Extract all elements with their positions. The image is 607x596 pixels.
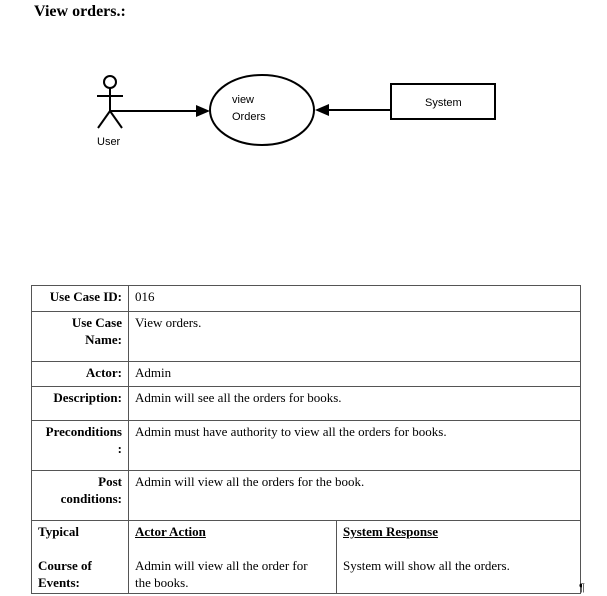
system-response-text: System will show all the orders. (343, 558, 510, 573)
usecase-label-line2: Orders (232, 111, 266, 123)
actor-value: Admin (128, 361, 581, 387)
row-actor: Actor: Admin (31, 361, 581, 387)
usecase-label-line1: view (232, 94, 254, 106)
system-response-header: System Response (343, 524, 438, 539)
use-case-id-label: Use Case ID: (31, 285, 129, 312)
row-use-case-id: Use Case ID: 016 (31, 285, 581, 312)
row-description: Description: Admin will see all the orde… (31, 386, 581, 421)
system-box (390, 83, 496, 120)
page-heading: View orders.: (34, 3, 126, 20)
system-label: System (425, 97, 462, 109)
use-case-name-value: View orders. (128, 311, 581, 362)
description-value: Admin will see all the orders for books. (128, 386, 581, 421)
preconditions-value: Admin must have authority to view all th… (128, 420, 581, 471)
row-preconditions: Preconditions: Admin must have authority… (31, 420, 581, 471)
actor-to-usecase-arrow (110, 105, 210, 117)
actor-stick-figure (97, 75, 123, 129)
description-label: Description: (31, 386, 129, 421)
post-conditions-value: Admin will view all the orders for the b… (128, 470, 581, 521)
actor-label-cell: Actor: (31, 361, 129, 387)
actor-label: User (97, 136, 121, 148)
preconditions-label: Preconditions: (31, 420, 129, 471)
system-to-usecase-arrow (315, 104, 390, 116)
actor-action-header: Actor Action (135, 524, 206, 539)
use-case-diagram: User view Orders System (97, 74, 496, 148)
use-case-id-value: 016 (128, 285, 581, 312)
paragraph-mark-icon: ¶ (579, 582, 585, 594)
use-case-ellipse (209, 74, 315, 146)
